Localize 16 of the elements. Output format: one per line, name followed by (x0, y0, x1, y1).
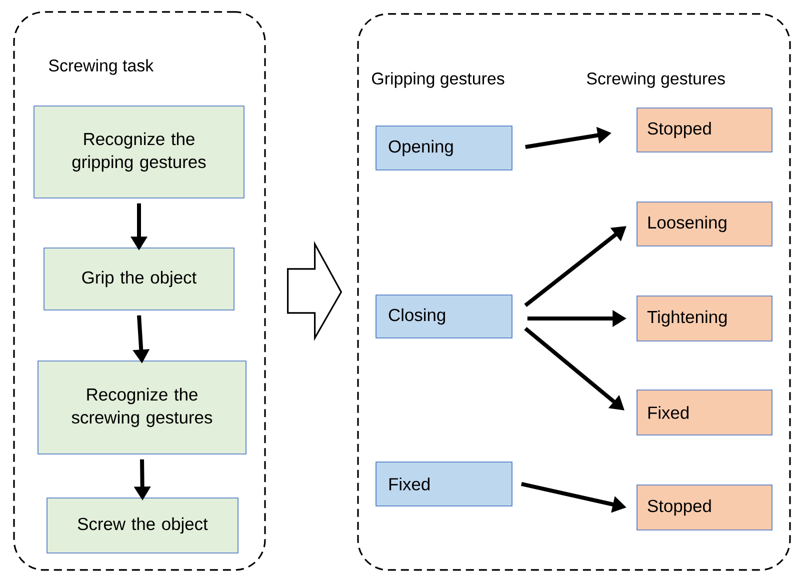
state-box: Loosening (636, 202, 772, 246)
state-box: Fixed (376, 462, 512, 506)
column-heading: Screwing gestures (586, 72, 725, 88)
state-box: Fixed (636, 390, 772, 436)
state-box: Tightening (636, 296, 772, 342)
state-box: Stopped (636, 108, 772, 152)
column-heading: Screwing task (48, 59, 154, 75)
state-box: Stopped (636, 484, 772, 530)
state-box: Opening (376, 126, 512, 170)
state-box: Closing (376, 294, 512, 338)
column-heading: Gripping gestures (372, 72, 504, 88)
block-arrow (287, 240, 342, 341)
process-box: Screw the object (46, 498, 238, 554)
process-box: Grip the object (44, 248, 234, 310)
process-box: Recognize the screwing gestures (38, 360, 246, 454)
process-box: Recognize the gripping gestures (34, 106, 244, 198)
